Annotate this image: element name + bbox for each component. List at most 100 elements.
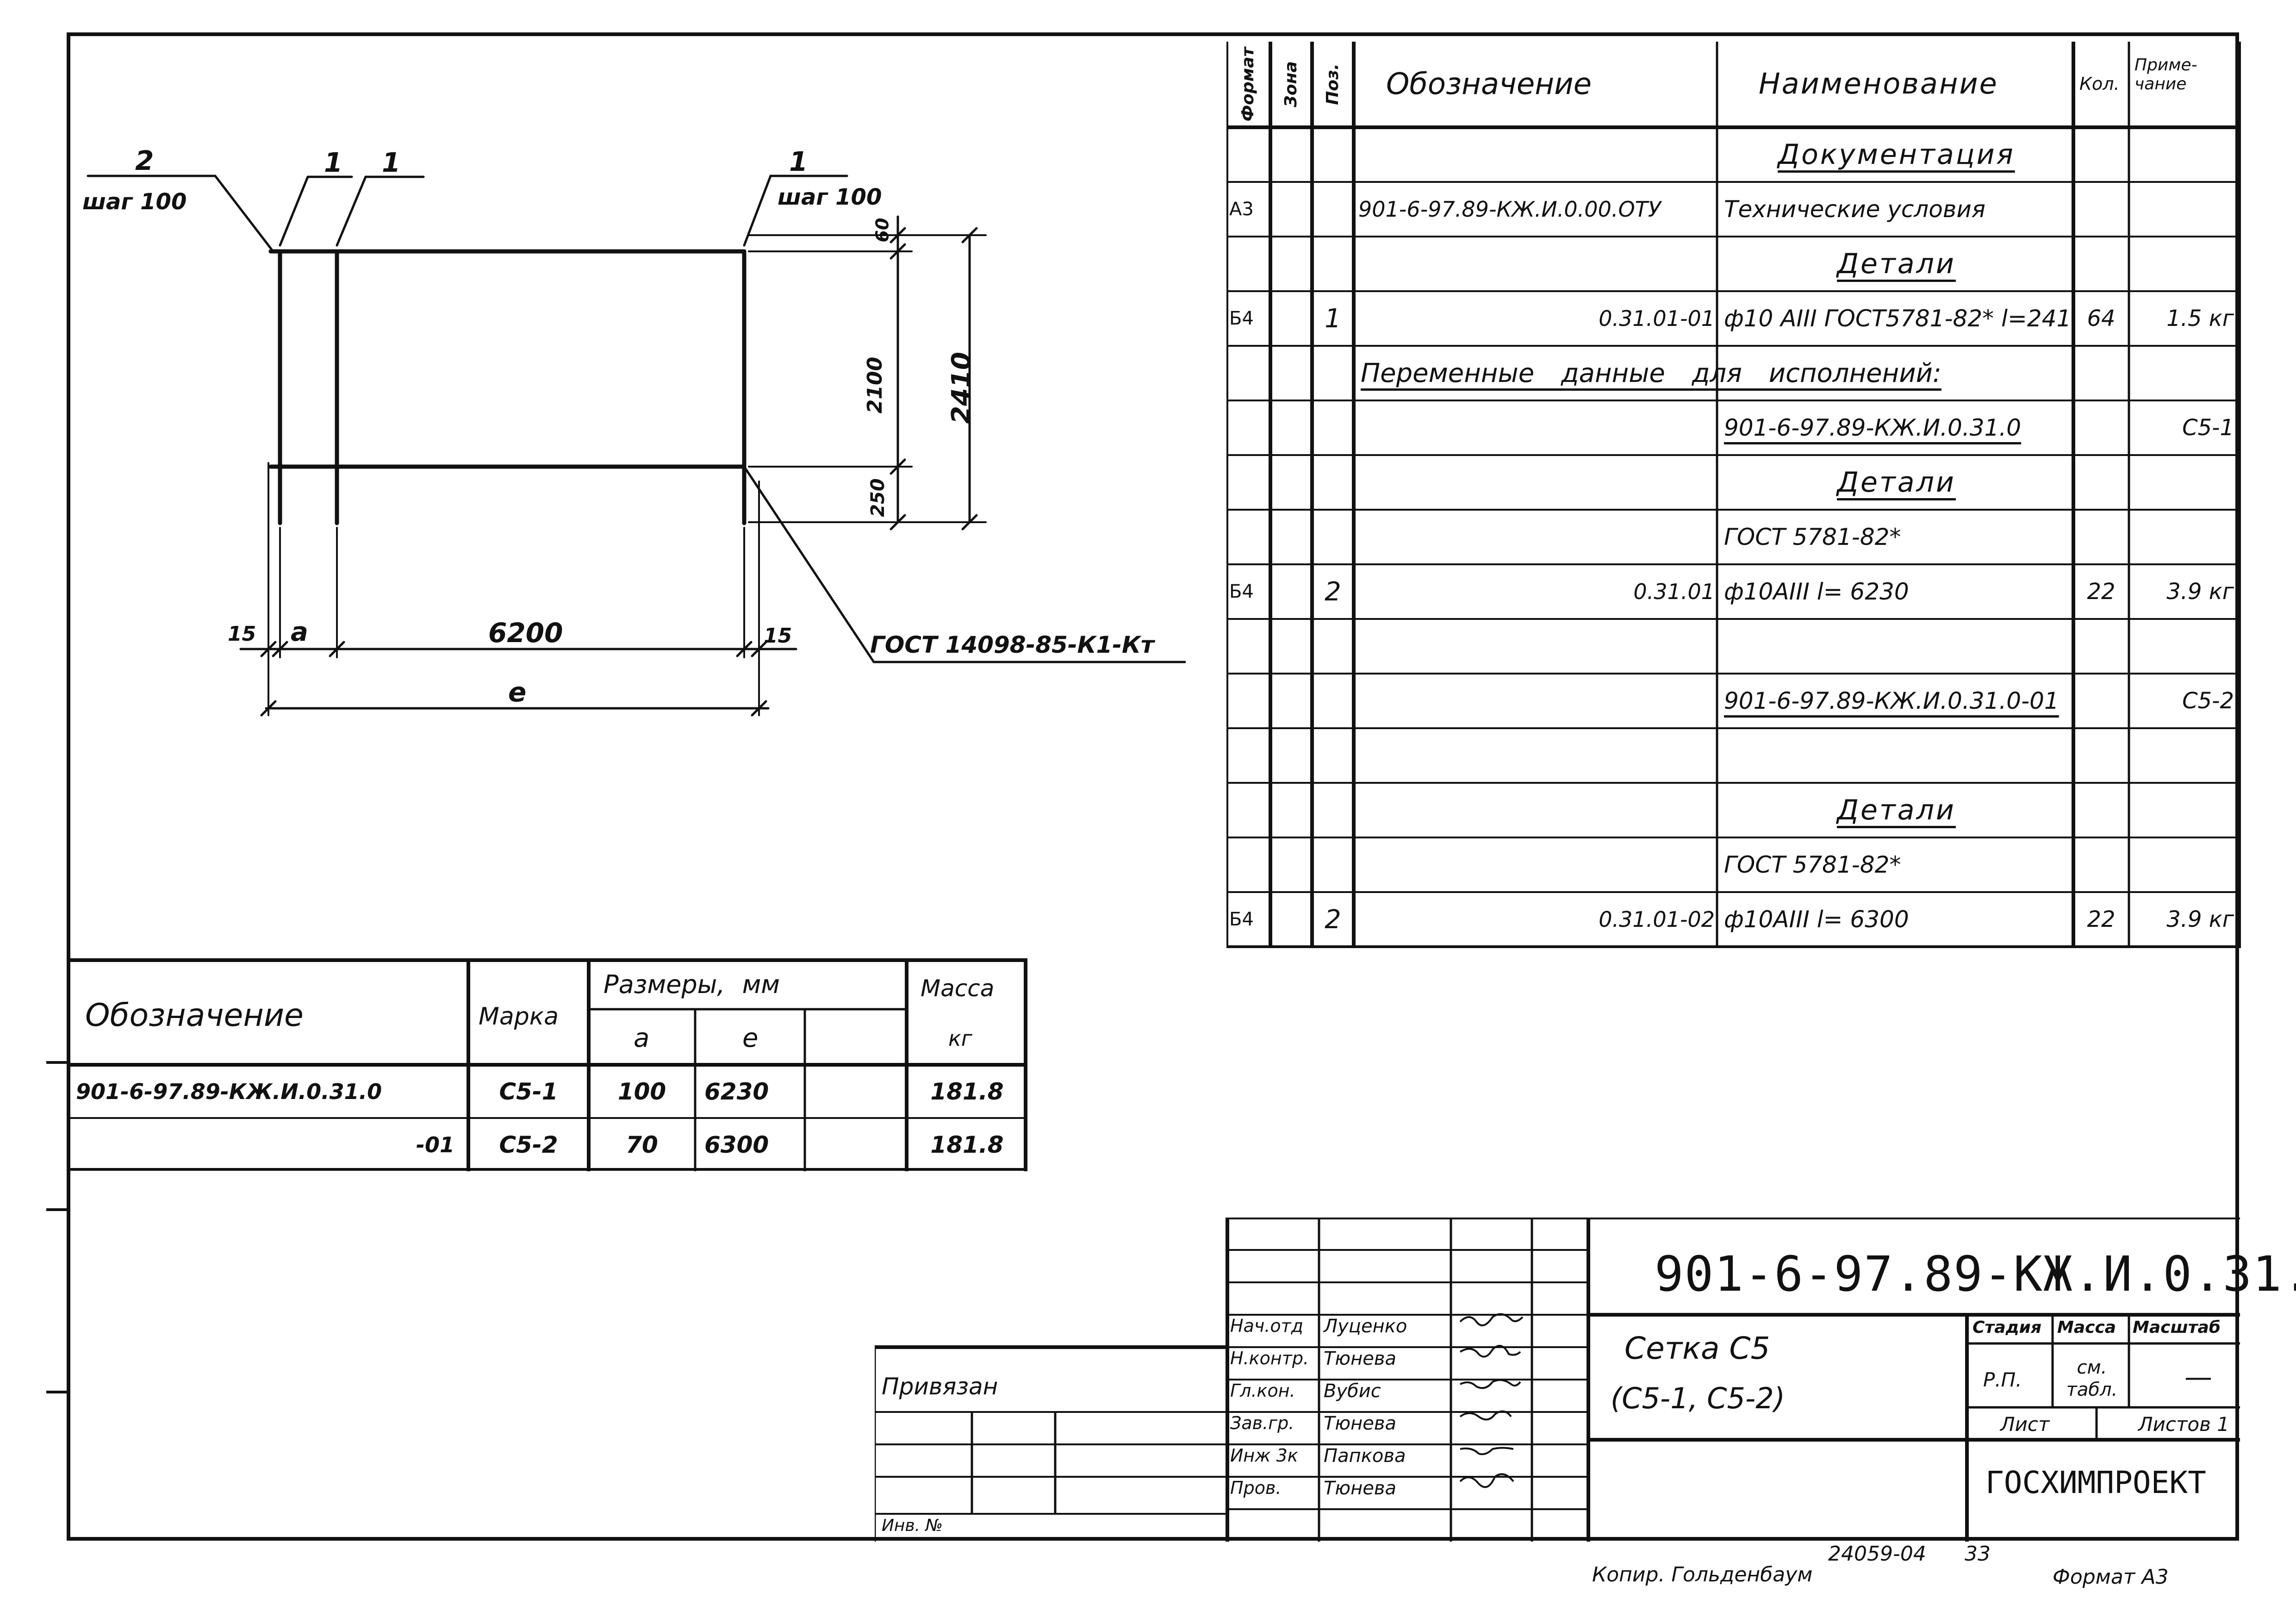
spec-format — [1229, 674, 1270, 728]
spec-note — [2129, 510, 2234, 564]
spec-name: Технические условия — [1724, 196, 1985, 223]
variants-header-designation: Обозначение — [85, 997, 304, 1034]
spec-designation — [1354, 619, 1715, 674]
variants-header-mass-unit: кг — [948, 1026, 972, 1051]
spec-note — [2129, 127, 2234, 182]
header-name: Наименование — [1759, 67, 1998, 100]
signature-name: Папкова — [1324, 1445, 1406, 1467]
spec-designation — [1354, 837, 1715, 892]
signature-role: Гл.кон. — [1230, 1380, 1295, 1401]
weld-reference: ГОСТ 14098-85-К1-Кт — [870, 631, 1154, 658]
spec-name: Детали — [1837, 794, 1956, 826]
variants-mass: 181.8 — [930, 1078, 1004, 1105]
mesh-drawing — [87, 175, 1186, 717]
spec-qty: 22 — [2087, 906, 2116, 932]
title-block-grid — [875, 1218, 2240, 1542]
spec-designation — [1354, 127, 1715, 182]
drawing-subtitle: (С5-1, С5-2) — [1611, 1381, 1785, 1415]
spec-qty: 22 — [2087, 579, 2116, 605]
spec-format — [1229, 510, 1270, 564]
spec-pos — [1312, 182, 1354, 237]
drawing-code: 901-6-97.89-КЖ.И.0.31.0 — [1655, 1246, 2296, 1302]
spec-designation: 0.31.01-01 — [1599, 306, 1715, 331]
spec-name: ГОСТ 5781-82* — [1724, 851, 1901, 878]
page-number: 33 — [1965, 1542, 1991, 1566]
signature-name: Тюнева — [1324, 1478, 1396, 1499]
spec-pos — [1312, 455, 1354, 510]
spec-format: Б4 — [1229, 581, 1254, 602]
spec-designation: 0.31.01 — [1633, 579, 1715, 604]
dim-label: 15 — [228, 622, 256, 646]
spec-pos — [1312, 619, 1354, 674]
spec-format — [1229, 455, 1270, 510]
spec-designation: 0.31.01-02 — [1599, 907, 1715, 932]
spec-note: 1.5 кг — [2166, 306, 2234, 331]
pos-label: 1 — [789, 146, 808, 177]
step-label: шаг 100 — [778, 184, 882, 210]
spec-pos: 1 — [1325, 303, 1341, 334]
variants-mark: С5-1 — [499, 1078, 558, 1105]
spec-qty — [2073, 127, 2129, 182]
mass-label: Масса — [2057, 1318, 2116, 1337]
spec-name — [1724, 346, 2069, 400]
inventory-label: Инв. № — [882, 1516, 943, 1535]
header-zone: Зона — [1282, 61, 1300, 107]
spec-designation — [1354, 455, 1715, 510]
signature-role: Пров. — [1230, 1478, 1282, 1498]
spec-pos — [1312, 400, 1354, 455]
header-note: Приме- чание — [2134, 56, 2197, 94]
dim-label: 6200 — [488, 617, 563, 649]
dim-label: a — [291, 617, 308, 647]
scale-label: Масштаб — [2133, 1318, 2221, 1337]
spec-qty — [2073, 510, 2129, 564]
spec-qty — [2073, 674, 2129, 728]
sheet-label: Лист — [2000, 1413, 2050, 1436]
signature-role: Н.контр. — [1230, 1348, 1309, 1368]
spec-pos — [1312, 837, 1354, 892]
sheets-label: Листов 1 — [2138, 1413, 2229, 1436]
variants-header-l: e — [742, 1023, 759, 1053]
signature-name: Вубис — [1324, 1380, 1381, 1402]
spec-format — [1229, 127, 1270, 182]
spec-format — [1229, 237, 1270, 291]
dim-label: e — [508, 676, 527, 708]
signature-role: Зав.гр. — [1230, 1413, 1294, 1433]
scale-value: — — [2184, 1361, 2212, 1393]
variants-grid — [67, 958, 1027, 1171]
spec-name: Детали — [1837, 248, 1956, 280]
spec-note — [2129, 783, 2234, 837]
stage-value: Р.П. — [1983, 1368, 2022, 1391]
spec-note — [2129, 237, 2234, 291]
dim-label: 2410 — [946, 352, 977, 424]
dim-label: 250 — [867, 478, 889, 517]
drawing-title: Сетка С5 — [1624, 1330, 1770, 1366]
header-qty: Кол. — [2079, 74, 2120, 94]
stage-label: Стадия — [1972, 1318, 2041, 1337]
signature-role: Инж 3к — [1230, 1445, 1298, 1466]
spec-name: 901-6-97.89-КЖ.И.0.31.0 — [1724, 414, 2022, 441]
variants-designation: 901-6-97.89-КЖ.И.0.31.0 — [76, 1079, 382, 1104]
spec-qty — [2073, 346, 2129, 400]
header-designation: Обозначение — [1386, 67, 1592, 101]
spec-format — [1229, 619, 1270, 674]
step-label: шаг 100 — [82, 189, 187, 215]
spec-designation — [1354, 510, 1715, 564]
spec-note — [2129, 346, 2234, 400]
spec-format — [1229, 346, 1270, 400]
spec-qty: 64 — [2087, 306, 2116, 331]
spec-designation: 901-6-97.89-КЖ.И.0.00.ОТУ — [1358, 197, 1661, 222]
spec-name: Детали — [1837, 466, 1956, 499]
spec-pos — [1312, 674, 1354, 728]
archive-number: 24059-04 — [1828, 1542, 1926, 1566]
spec-name: ф10 АIII ГОСТ5781-82* l=2410 — [1724, 305, 2069, 332]
dim-label: 2100 — [863, 356, 887, 414]
signature-name: Тюнева — [1324, 1413, 1396, 1434]
spec-pos — [1312, 510, 1354, 564]
margin-tick — [46, 1391, 67, 1393]
spec-note — [2129, 182, 2234, 237]
spec-format — [1229, 728, 1270, 783]
spec-pos — [1312, 728, 1354, 783]
spec-format — [1229, 783, 1270, 837]
bound-label: Привязан — [882, 1373, 998, 1400]
